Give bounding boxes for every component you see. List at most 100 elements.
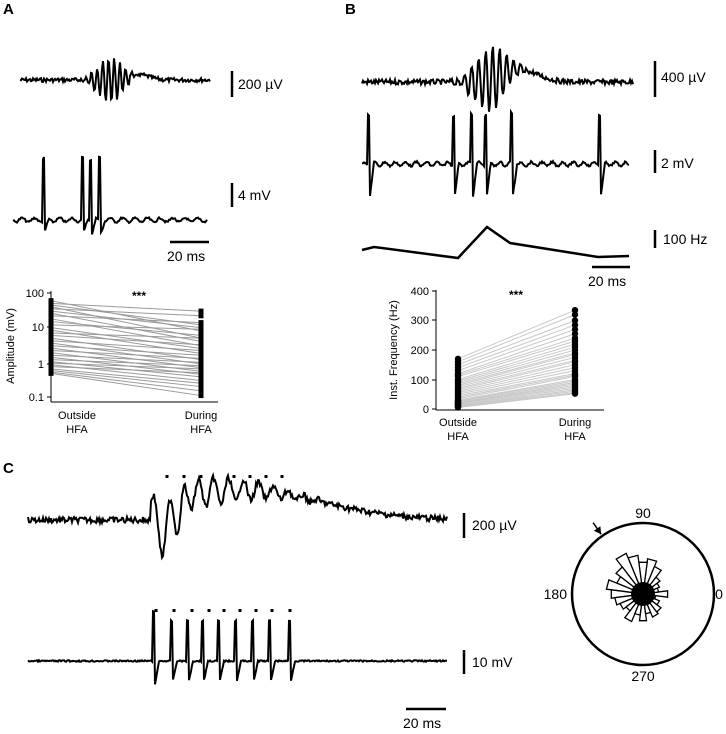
b-ytick-label-400: 400 — [411, 286, 429, 298]
a-point-during — [198, 338, 204, 344]
c-lfp-marker — [182, 475, 186, 478]
a-point-outside — [48, 322, 54, 328]
a-point-outside — [48, 313, 54, 319]
a-pair-line — [50, 366, 202, 374]
c-polar-label-90: 90 — [635, 505, 651, 521]
a-point-outside — [48, 327, 54, 333]
b-pair-line — [457, 333, 576, 375]
b-ytick-label-300: 300 — [411, 315, 429, 327]
b-pair-line — [457, 386, 576, 405]
b-pair-line — [457, 374, 576, 398]
b-pairs — [454, 306, 579, 411]
b-lfp-trace — [361, 46, 634, 112]
c-vm-marker — [222, 609, 226, 612]
a-ylabel: Amplitude (mV) — [5, 308, 17, 384]
a-pair-line — [50, 315, 202, 324]
b-pair-line — [457, 352, 576, 385]
a-pair-line — [50, 372, 202, 397]
a-point-during — [198, 374, 204, 380]
b-pair-line — [457, 343, 576, 380]
a-point-during — [198, 313, 204, 319]
a-point-during — [198, 355, 204, 361]
c-mean-phase-arrow — [592, 522, 602, 535]
c-polar-outline — [570, 521, 716, 667]
a-amplitude-chart: 0.1 1 10 100 Amplitude (mV) *** Outside … — [5, 288, 218, 436]
a-pair-line — [50, 334, 202, 346]
c-polar-label-270: 270 — [631, 668, 655, 684]
b-pair-line — [457, 370, 576, 395]
a-point-outside — [48, 298, 54, 304]
b-point-outside — [454, 404, 462, 411]
b-xcat-during-2: HFA — [564, 431, 586, 443]
a-time-scalebar-label: 20 ms — [167, 248, 205, 264]
a-lfp-scalebar-label: 200 µV — [238, 76, 283, 92]
a-ytick-label-1: 1 — [38, 359, 44, 371]
b-xcat-during-1: During — [559, 417, 591, 429]
a-point-outside — [48, 345, 54, 351]
c-arrow-head — [593, 526, 602, 535]
b-pair-line — [457, 380, 576, 402]
a-significance: *** — [132, 289, 146, 303]
a-pair-line — [50, 327, 202, 350]
b-pair-line — [457, 389, 576, 406]
c-time-scalebar-label: 20 ms — [403, 715, 441, 731]
a-pair-line — [50, 352, 202, 372]
c-vm-marker — [154, 609, 158, 612]
a-pair-line — [50, 318, 202, 347]
b-pair-line — [457, 364, 576, 392]
b-freq-trace — [361, 225, 630, 260]
c-vm-marker — [190, 609, 194, 612]
a-pair-line — [50, 368, 202, 384]
a-point-during — [198, 332, 204, 338]
a-point-during — [198, 363, 204, 369]
b-pair-line — [457, 379, 576, 401]
b-pair-line — [457, 393, 576, 409]
panel-b-label: B — [345, 1, 356, 18]
a-point-during — [198, 377, 204, 383]
b-pair-line — [457, 356, 576, 388]
a-pair-line — [50, 362, 202, 370]
c-lfp-marker — [264, 475, 268, 478]
a-vm-scalebar-label: 4 mV — [238, 187, 271, 203]
a-point-during — [198, 347, 204, 353]
c-vm-marker — [238, 609, 242, 612]
c-polar-label-180: 180 — [544, 586, 568, 602]
a-point-outside — [48, 310, 54, 316]
a-point-during — [198, 366, 204, 372]
panel-c-label: C — [3, 460, 14, 477]
a-pair-line — [50, 337, 202, 361]
c-polar-bins — [605, 552, 669, 623]
b-pair-line — [457, 383, 576, 404]
c-vm-marker — [254, 609, 258, 612]
a-pair-line — [50, 371, 202, 392]
a-pair-line — [50, 321, 202, 336]
a-point-during — [198, 352, 204, 358]
b-pair-line — [457, 353, 576, 386]
b-pair-line — [457, 392, 576, 408]
b-point-during — [571, 311, 579, 318]
b-pair-line — [457, 387, 576, 406]
b-freq-scalebar-label: 100 Hz — [663, 231, 707, 247]
b-point-during — [571, 306, 579, 314]
a-pair-line — [50, 349, 202, 359]
b-significance: *** — [509, 288, 523, 302]
c-vm-trace — [27, 609, 448, 685]
a-point-during — [198, 326, 204, 332]
a-point-outside — [48, 316, 54, 322]
c-polar-center — [631, 582, 655, 606]
b-pair-line — [457, 390, 576, 407]
c-vm-marker — [270, 609, 274, 612]
a-xcat-outside-2: HFA — [66, 424, 88, 436]
b-pair-line — [457, 340, 576, 378]
c-lfp-trace — [27, 471, 448, 561]
a-pair-line — [50, 324, 202, 330]
a-pair-line — [50, 359, 202, 367]
a-pair-line — [50, 370, 202, 388]
a-vm-trace — [12, 155, 208, 236]
a-pair-line — [50, 332, 202, 339]
b-xcat-outside-2: HFA — [447, 431, 469, 443]
a-xcat-outside-1: Outside — [58, 410, 96, 422]
b-pair-line — [457, 359, 576, 389]
c-polar-label-0: 0 — [715, 586, 723, 602]
c-phase-polar-histogram: 90 180 0 270 — [544, 505, 723, 684]
